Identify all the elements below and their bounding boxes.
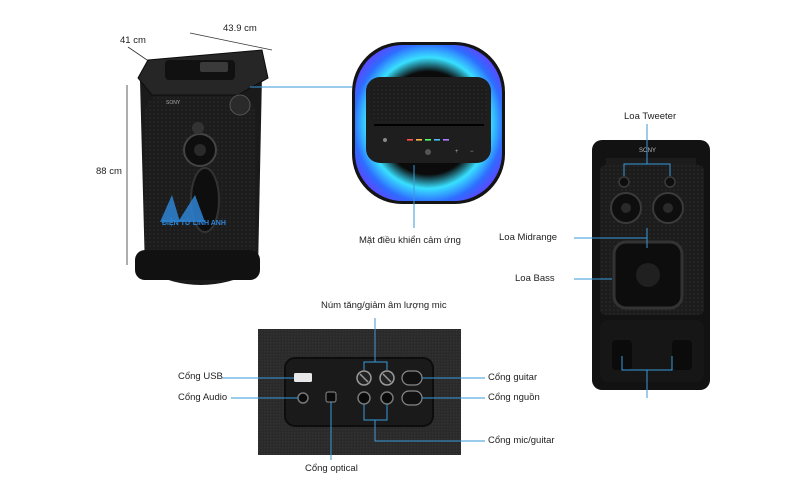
label-control-panel: Mặt điều khiển cảm ứng	[359, 235, 461, 246]
port-panel-image	[258, 329, 461, 455]
svg-text:SONY: SONY	[639, 148, 656, 154]
usb-port	[294, 373, 312, 382]
dimension-width: 43.9 cm	[223, 23, 257, 34]
svg-text:−: −	[470, 149, 474, 155]
dimension-depth: 41 cm	[120, 35, 146, 46]
label-audio: Cổng Audio	[178, 392, 228, 403]
power-port	[401, 390, 423, 406]
audio-port	[297, 392, 309, 404]
label-bass: Loa Bass	[515, 273, 555, 284]
mic-port-2	[380, 391, 394, 405]
label-usb: Cổng USB	[178, 371, 223, 382]
label-mic-volume: Núm tăng/giảm âm lượng mic	[321, 300, 447, 311]
label-tweeter: Loa Tweeter	[624, 111, 677, 122]
svg-text:+: +	[455, 149, 459, 155]
label-power: Cổng nguồn	[488, 392, 540, 403]
mic-port-1	[357, 391, 371, 405]
speaker-front-view-image: SONY	[592, 140, 710, 390]
optical-port	[325, 391, 337, 403]
speaker-isometric-image: SONY	[135, 49, 269, 285]
label-mic-guitar: Cổng mic/guitar	[488, 435, 555, 446]
watermark-text: ĐIỆN TỬ LINH ANH	[162, 220, 226, 227]
sony-logo: SONY	[166, 100, 181, 106]
speaker-top-view-image: + −	[352, 42, 505, 204]
callout-lines	[222, 86, 673, 460]
dimension-height: 88 cm	[96, 166, 122, 177]
label-optical: Cổng optical	[305, 463, 358, 474]
dimension-lines	[126, 32, 273, 265]
touch-panel-buttons: + −	[383, 138, 474, 155]
label-midrange: Loa Midrange	[499, 232, 558, 243]
label-guitar: Cổng guitar	[488, 372, 538, 383]
watermark-logo	[160, 195, 205, 222]
guitar-port	[401, 370, 423, 386]
